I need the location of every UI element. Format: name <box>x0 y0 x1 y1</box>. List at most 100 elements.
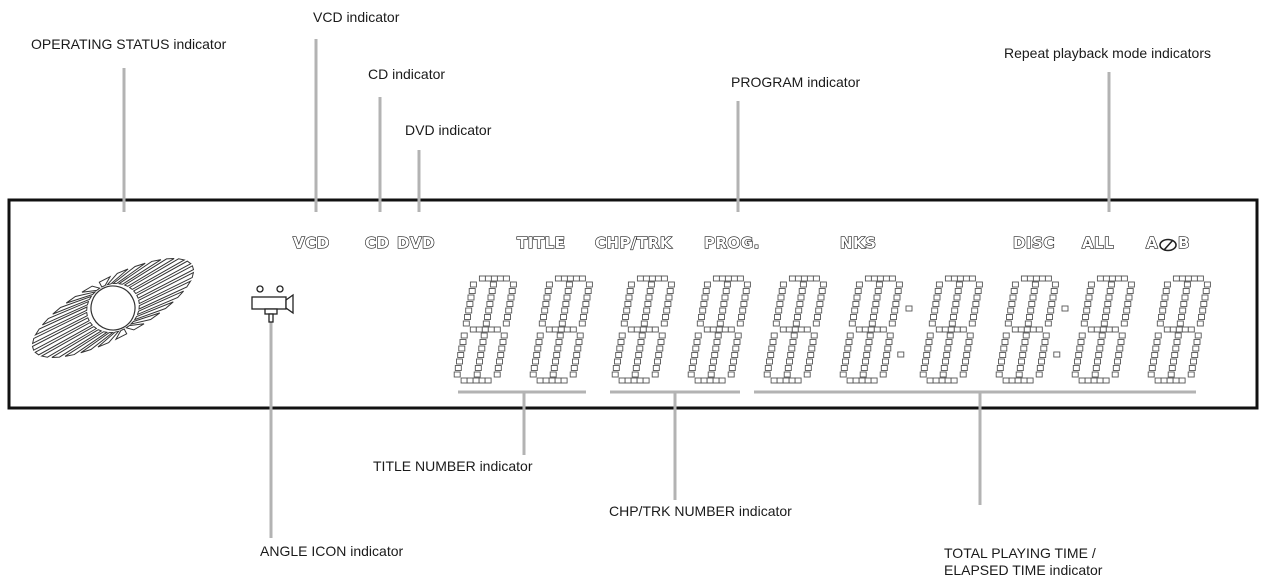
digit-segment <box>868 320 876 327</box>
digit-segment <box>658 332 666 339</box>
digit-segment <box>1180 301 1188 307</box>
digit-segment <box>850 314 857 320</box>
digit-segment <box>666 288 674 294</box>
digit-segment <box>776 301 784 307</box>
digit-segment <box>484 275 492 282</box>
digit-segment <box>791 326 799 333</box>
spinner-segment <box>80 331 115 354</box>
digit-segment <box>742 288 750 294</box>
spinner-segment <box>111 262 146 285</box>
digit-segment <box>474 365 482 371</box>
digit-segment <box>767 352 775 358</box>
digit-segment <box>741 294 749 301</box>
segment-digit-display <box>453 275 1211 384</box>
digit-segment <box>968 275 976 282</box>
digit-segment <box>1156 320 1164 327</box>
digit-segment <box>566 275 574 282</box>
digit-segment <box>509 281 517 288</box>
digit-segment <box>894 288 902 294</box>
digit-segment <box>804 365 812 371</box>
digit-segment <box>555 339 563 345</box>
digit-segment <box>864 345 872 352</box>
digit-segment <box>1084 377 1092 384</box>
digit-segment <box>1004 320 1012 327</box>
digit-segment <box>1075 352 1083 358</box>
spinner-segment <box>81 285 101 293</box>
digit-segment <box>580 314 587 320</box>
digit-segment <box>1181 294 1189 301</box>
digit-segment <box>1026 377 1034 384</box>
digit-segment <box>459 339 467 345</box>
digit-segment <box>872 301 880 307</box>
digit-segment <box>1100 320 1108 327</box>
digit-segment <box>953 294 961 301</box>
digit-segment <box>1173 339 1181 345</box>
digit-segment <box>960 365 968 371</box>
digit-segment <box>954 288 962 294</box>
digit-segment <box>1196 320 1204 327</box>
digit-segment <box>651 371 659 378</box>
digit-segment <box>1038 358 1045 365</box>
digit-segment <box>563 294 571 301</box>
digit-segment <box>1093 326 1101 333</box>
digit-segment <box>1009 294 1017 301</box>
digit-segment <box>819 281 827 288</box>
digit-segment <box>1002 377 1010 384</box>
digit-segment <box>968 320 976 327</box>
colon-dot <box>1061 305 1069 312</box>
digit-segment <box>1172 275 1180 282</box>
digit-segment <box>950 377 958 384</box>
digit-segment <box>502 320 510 327</box>
digit-segment <box>948 320 956 327</box>
digit-segment <box>614 358 621 365</box>
digit-segment <box>770 377 778 384</box>
digit-segment <box>497 352 505 358</box>
digit-segment <box>999 352 1007 358</box>
digit-segment <box>975 281 983 288</box>
digit-segment <box>730 358 737 365</box>
digit-segment <box>482 320 490 327</box>
digit-segment <box>1160 301 1168 307</box>
digit-segment <box>457 352 465 358</box>
digit-segment <box>734 332 742 339</box>
digit-segment <box>888 320 896 327</box>
digit-segment <box>1169 326 1177 333</box>
digit-segment <box>1150 358 1157 365</box>
digit-segment <box>545 326 553 333</box>
digit-segment <box>1028 301 1036 307</box>
digit-segment <box>1117 339 1125 345</box>
digit-segment <box>1111 371 1119 378</box>
digit-segment <box>485 307 493 314</box>
digit-segment <box>1114 358 1121 365</box>
digit-segment <box>1158 314 1165 320</box>
digit-segment <box>817 294 825 301</box>
digit-segment <box>563 326 571 333</box>
digit-segment <box>1111 326 1119 333</box>
digit-segment <box>479 339 487 345</box>
digit-segment <box>935 326 943 333</box>
digit-segment <box>769 339 777 345</box>
digit-segment <box>843 352 851 358</box>
digit-segment <box>803 371 811 378</box>
digit-segment <box>655 352 663 358</box>
digit-segment <box>560 275 568 282</box>
digit-segment <box>950 314 957 320</box>
digit-segment <box>634 358 641 365</box>
digit-segment <box>855 326 863 333</box>
digit-segment <box>654 358 661 365</box>
digit-segment <box>556 332 564 339</box>
colon-dot <box>1053 351 1061 358</box>
digit-segment <box>796 301 804 307</box>
digit-segment <box>696 320 704 327</box>
digit-segment <box>706 377 714 384</box>
digit-segment <box>1014 377 1022 384</box>
digit-segment <box>1183 281 1191 288</box>
digit-segment <box>943 352 951 358</box>
digit-segment <box>814 314 821 320</box>
digit-segment <box>651 326 659 333</box>
digit-segment <box>542 377 550 384</box>
digit-segment <box>1096 377 1104 384</box>
callout-operating-status: OPERATING STATUS indicator <box>31 36 227 52</box>
digit-segment <box>473 371 481 378</box>
digit-segment <box>575 339 583 345</box>
